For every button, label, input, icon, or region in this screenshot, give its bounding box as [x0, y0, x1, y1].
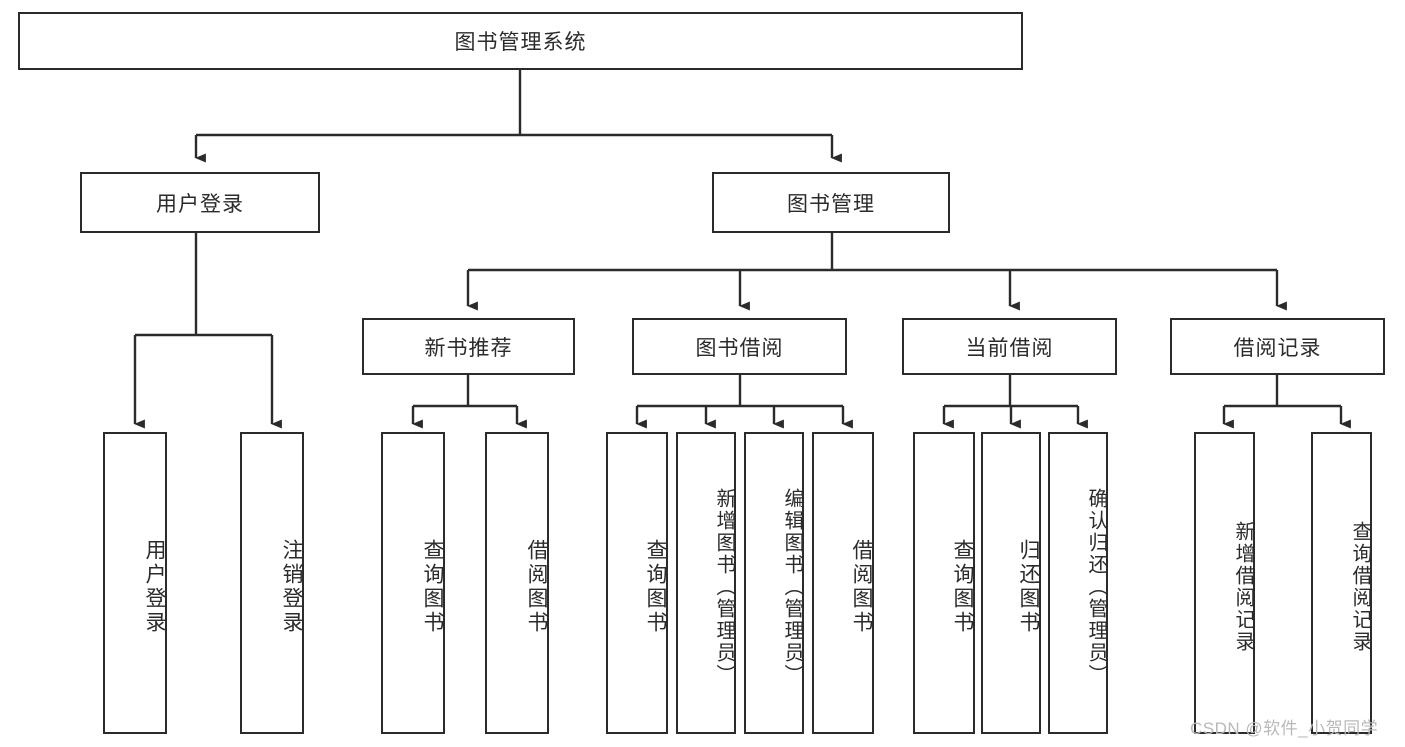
node-leaf-borrow-book-1-label: 借阅图书: [525, 539, 548, 635]
node-book-borrow[interactable]: 图书借阅: [632, 318, 847, 375]
node-user-login[interactable]: 用户登录: [80, 172, 320, 233]
node-leaf-edit-book-label: 编辑图书（管理员）: [781, 488, 803, 686]
node-leaf-logout-login-label: 注销登录: [280, 539, 303, 635]
node-leaf-user-login[interactable]: 用户登录: [103, 432, 167, 734]
node-leaf-query-book-2-label: 查询图书: [644, 539, 667, 635]
node-new-book-recommend[interactable]: 新书推荐: [362, 318, 575, 375]
node-root[interactable]: 图书管理系统: [18, 12, 1023, 70]
node-new-book-recommend-label: 新书推荐: [424, 336, 513, 360]
node-book-manage-label: 图书管理: [787, 192, 875, 216]
node-leaf-query-book-3[interactable]: 查询图书: [913, 432, 975, 734]
node-book-borrow-label: 图书借阅: [695, 336, 784, 360]
node-leaf-add-book[interactable]: 新增图书（管理员）: [676, 432, 736, 734]
node-current-borrow[interactable]: 当前借阅: [902, 318, 1117, 375]
node-leaf-query-book-1-label: 查询图书: [421, 539, 444, 635]
node-leaf-user-login-label: 用户登录: [143, 539, 166, 635]
node-leaf-query-book-3-label: 查询图书: [951, 539, 974, 635]
node-user-login-label: 用户登录: [156, 192, 244, 216]
node-borrow-record[interactable]: 借阅记录: [1170, 318, 1385, 375]
node-leaf-add-book-label: 新增图书（管理员）: [713, 488, 735, 686]
node-leaf-return-book-label: 归还图书: [1017, 539, 1040, 635]
node-leaf-borrow-book-2[interactable]: 借阅图书: [812, 432, 874, 734]
watermark: CSDN @软件_小贺同学: [1190, 719, 1379, 738]
node-book-manage[interactable]: 图书管理: [712, 172, 950, 233]
node-leaf-query-record[interactable]: 查询借阅记录: [1311, 432, 1372, 734]
node-leaf-confirm-return[interactable]: 确认归还（管理员）: [1048, 432, 1108, 734]
node-root-label: 图书管理系统: [454, 31, 587, 54]
node-leaf-logout-login[interactable]: 注销登录: [240, 432, 304, 734]
node-leaf-return-book[interactable]: 归还图书: [981, 432, 1041, 734]
node-leaf-query-book-1[interactable]: 查询图书: [381, 432, 445, 734]
node-leaf-confirm-return-label: 确认归还（管理员）: [1085, 488, 1107, 686]
node-leaf-query-record-label: 查询借阅记录: [1349, 521, 1371, 653]
node-leaf-query-book-2[interactable]: 查询图书: [606, 432, 668, 734]
node-leaf-borrow-book-2-label: 借阅图书: [850, 539, 873, 635]
node-current-borrow-label: 当前借阅: [965, 336, 1054, 360]
node-borrow-record-label: 借阅记录: [1233, 336, 1322, 360]
node-leaf-borrow-book-1[interactable]: 借阅图书: [485, 432, 549, 734]
node-leaf-add-record[interactable]: 新增借阅记录: [1194, 432, 1255, 734]
node-leaf-edit-book[interactable]: 编辑图书（管理员）: [744, 432, 804, 734]
node-leaf-add-record-label: 新增借阅记录: [1232, 521, 1254, 653]
